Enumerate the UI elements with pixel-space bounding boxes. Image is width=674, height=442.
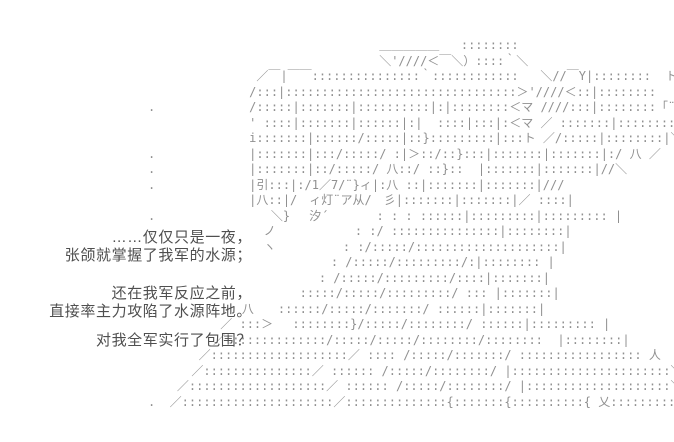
dialogue-line: 还在我军反应之前，	[111, 285, 252, 302]
dialogue-line: 直接率主力攻陷了水源阵地。	[49, 302, 252, 320]
dialogue-line: 张颌就掌握了我军的水源；	[64, 246, 252, 264]
dialogue-line: 对我全军实行了包围？	[95, 332, 252, 349]
ascii-art-portrait: ＿＿＿＿＿ :::::::: ＼'////＜￣＼）::::｀＼ ／￣|￣￣:::…	[148, 38, 674, 409]
dialogue-block-1: ……仅仅只是一夜， 张颌就掌握了我军的水源；	[65, 229, 252, 264]
dialogue-block-3: 对我全军实行了包围？	[96, 332, 252, 350]
dialogue-line: ……仅仅只是一夜，	[111, 229, 252, 246]
dialogue-block-2: 还在我军反应之前， 直接率主力攻陷了水源阵地。	[49, 285, 252, 320]
